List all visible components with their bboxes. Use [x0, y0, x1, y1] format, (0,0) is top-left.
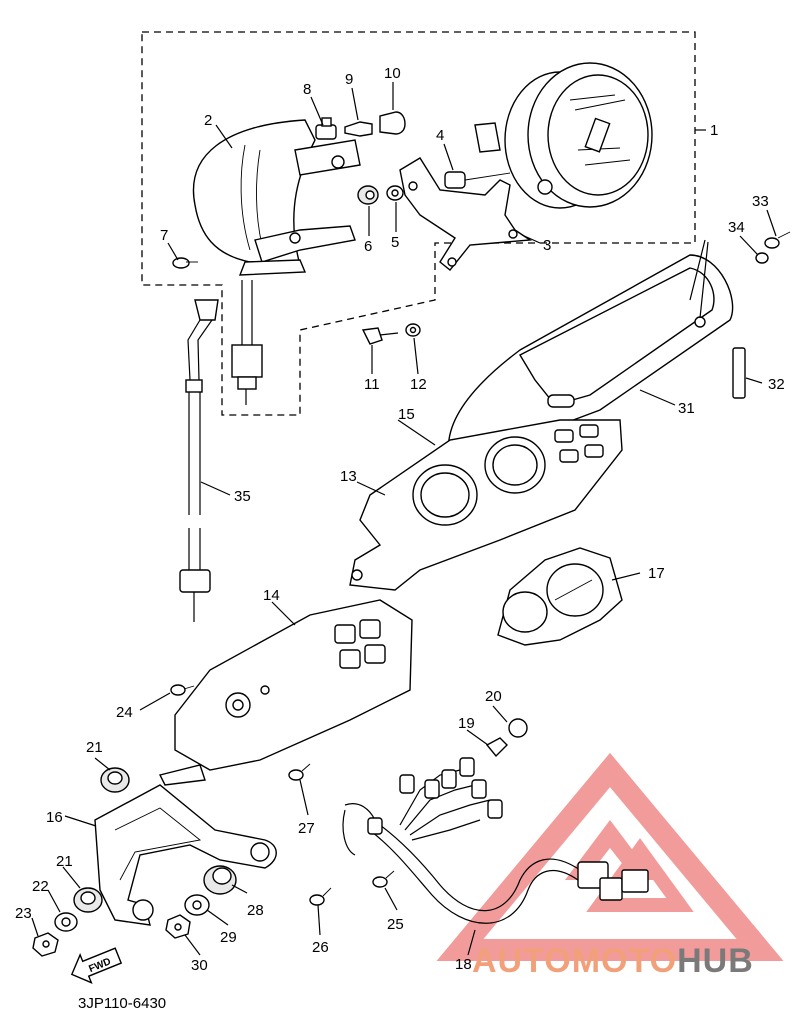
label-16: 16 — [46, 809, 63, 826]
label-5: 5 — [391, 234, 399, 251]
bracket-16 — [94, 784, 277, 926]
watermark-auto: AUTO — [472, 942, 572, 980]
label-7: 7 — [160, 227, 168, 244]
nut-30 — [165, 914, 191, 939]
label-1: 1 — [710, 122, 718, 139]
label-28: 28 — [247, 902, 264, 919]
screw-33 — [764, 231, 791, 249]
label-35: 35 — [234, 488, 251, 505]
damper-32 — [732, 347, 746, 399]
label-32: 32 — [768, 376, 785, 393]
meter-wire-connector — [231, 280, 263, 405]
bulb-cap-10 — [379, 111, 406, 135]
meter-panel-13 — [349, 419, 623, 591]
part-labels: 1 2 3 4 5 6 7 8 9 10 11 12 13 14 15 16 1… — [15, 65, 785, 974]
wire-harness-18 — [342, 757, 649, 924]
label-21-lower: 21 — [56, 853, 73, 870]
bulb-9 — [344, 121, 373, 137]
bulb-cap-20 — [508, 718, 528, 738]
fwd-arrow: FWD — [70, 947, 123, 984]
assembly-boundary — [141, 31, 696, 416]
label-21-upper: 21 — [86, 739, 103, 756]
collar-34 — [755, 252, 769, 264]
label-23: 23 — [15, 905, 32, 922]
speedometer-1 — [504, 62, 653, 209]
label-12: 12 — [410, 376, 427, 393]
label-6: 6 — [364, 238, 372, 255]
speedometer-cable — [179, 299, 219, 622]
screw-7 — [172, 257, 198, 269]
collar-22 — [54, 912, 78, 932]
label-11: 11 — [364, 376, 380, 393]
label-34: 34 — [728, 219, 745, 236]
label-14: 14 — [263, 587, 280, 604]
screw-26 — [309, 887, 332, 906]
label-29: 29 — [220, 929, 237, 946]
washer-5 — [386, 185, 404, 201]
meter-cover-31 — [447, 254, 734, 461]
label-17: 17 — [648, 565, 665, 582]
washer-12 — [405, 323, 421, 337]
bolt-11 — [361, 327, 399, 345]
grommet-4 — [444, 122, 511, 189]
damper-21-lower — [73, 887, 103, 913]
damper-21-upper — [100, 767, 130, 793]
bulb-19 — [485, 737, 508, 758]
label-13: 13 — [340, 468, 357, 485]
watermark-hub: HUB — [677, 942, 754, 980]
label-24: 24 — [116, 704, 133, 721]
watermark-text: AUTOMOTOHUB — [472, 942, 754, 980]
screw-27 — [288, 763, 311, 781]
label-15: 15 — [398, 406, 415, 423]
label-4: 4 — [436, 127, 444, 144]
watermark-moto: MOTO — [572, 942, 677, 980]
screw-24 — [170, 684, 195, 696]
meter-housing — [192, 119, 361, 276]
diagram-code: 3JP110-6430 — [78, 995, 166, 1012]
screw-25 — [372, 870, 395, 888]
damper-28 — [203, 865, 237, 895]
label-10: 10 — [384, 65, 401, 82]
label-31: 31 — [678, 400, 695, 417]
svg-text:AUTOMOTOHUB: AUTOMOTOHUB — [472, 942, 754, 980]
leader-lines — [31, 82, 777, 956]
label-19: 19 — [458, 715, 475, 732]
meter-case-14 — [158, 599, 413, 786]
collar-29 — [184, 894, 210, 916]
label-25: 25 — [387, 916, 404, 933]
nut-23 — [32, 932, 59, 957]
label-33: 33 — [752, 193, 769, 210]
label-27: 27 — [298, 820, 315, 837]
label-30: 30 — [191, 957, 208, 974]
label-8: 8 — [303, 81, 311, 98]
label-20: 20 — [485, 688, 502, 705]
tachometer-17 — [497, 547, 623, 646]
bulb-socket-8 — [315, 117, 337, 140]
grommet-6 — [357, 185, 379, 205]
label-18: 18 — [455, 956, 472, 973]
label-9: 9 — [345, 71, 353, 88]
watermark-logo — [436, 752, 784, 961]
label-22: 22 — [32, 878, 49, 895]
label-2: 2 — [204, 112, 212, 129]
label-3: 3 — [543, 237, 551, 254]
meter-bracket — [399, 157, 533, 271]
label-26: 26 — [312, 939, 329, 956]
